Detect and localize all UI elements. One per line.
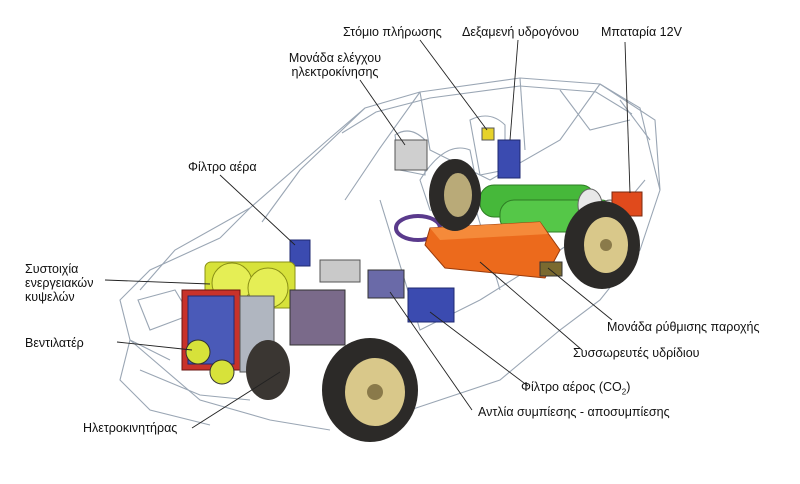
label-hydride-accumulators: Συσσωρευτές υδρίδιου	[573, 346, 700, 360]
rear-wheel-left	[429, 159, 481, 231]
flow-regulator-unit	[539, 261, 563, 277]
electric-motor-unit	[289, 289, 346, 346]
motor-control-box	[394, 139, 428, 171]
label-flow-regulator: Μονάδα ρύθμισης παροχής	[607, 320, 760, 334]
hydrogen-tank-unit	[497, 139, 521, 179]
air-filter-unit	[289, 239, 311, 267]
front-wheel	[322, 338, 418, 442]
label-co2-sub: 2	[621, 387, 627, 397]
rear-wheel	[564, 201, 640, 289]
filling-port-unit	[481, 127, 495, 141]
co2-filter-unit	[407, 287, 455, 323]
label-compression-pump: Αντλία συμπίεσης - αποσυμπίεσης	[478, 405, 670, 419]
label-fuel-cell-line2: ενεργειακών	[25, 276, 94, 290]
label-motor-control-line2: ηλεκτροκίνησης	[291, 65, 379, 79]
label-co2-base: Φίλτρο αέρος (CO	[521, 380, 622, 394]
label-co2-end: )	[626, 380, 631, 394]
label-fuel-cell-stack: Συστοιχία ενεργειακών κυψελών	[25, 262, 93, 304]
car-body-wireframe	[119, 77, 661, 431]
label-motor-control-unit: Μονάδα ελέγχου ηλεκτροκίνησης	[284, 51, 386, 79]
label-hydrogen-tank: Δεξαμενή υδρογόνου	[462, 25, 579, 39]
leader-lines	[104, 39, 631, 429]
label-filling-port: Στόμιο πλήρωσης	[343, 25, 442, 39]
front-wheel-left	[246, 340, 290, 400]
label-battery-12v: Μπαταρία 12V	[601, 25, 682, 39]
label-electric-motor: Ηλετροκινητήρας	[83, 421, 178, 435]
label-fan: Βεντιλατέρ	[25, 336, 84, 350]
compression-pump-unit	[367, 269, 405, 299]
label-fuel-cell-line1: Συστοιχία	[25, 262, 79, 276]
label-motor-control-line1: Μονάδα ελέγχου	[288, 51, 382, 65]
label-co2-air-filter: Φίλτρο αέρος (CO2)	[521, 380, 630, 400]
label-fuel-cell-line3: κυψελών	[25, 290, 75, 304]
fan-unit	[185, 339, 235, 385]
label-air-filter: Φίλτρο αέρα	[188, 160, 257, 174]
